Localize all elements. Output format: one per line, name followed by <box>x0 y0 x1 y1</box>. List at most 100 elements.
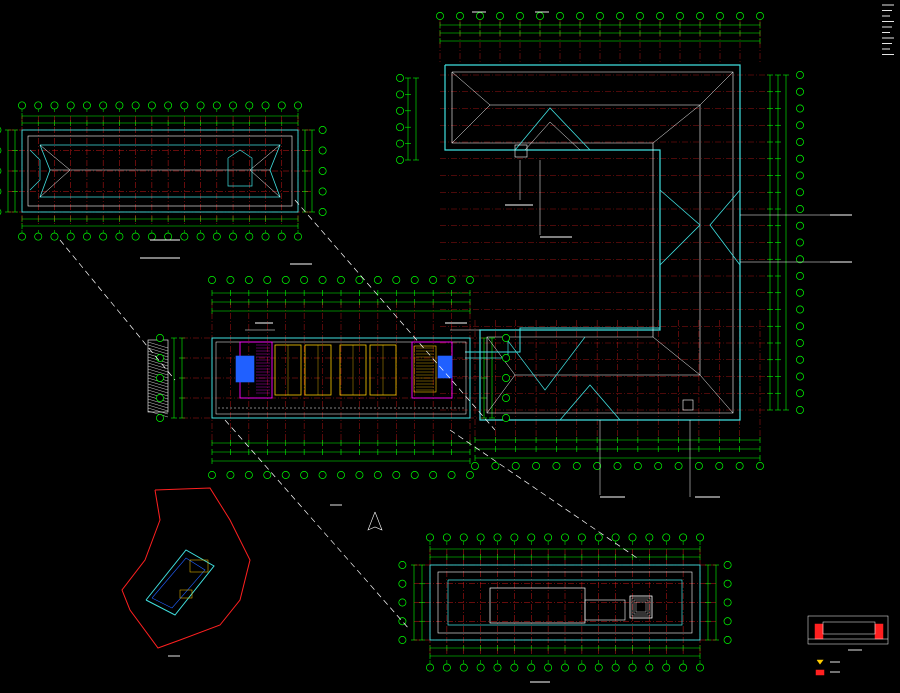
section-link-line <box>224 419 411 631</box>
axis-bubble <box>662 533 671 542</box>
axis-bubble <box>226 471 235 479</box>
axis-bubble <box>355 471 364 479</box>
axis-bubble <box>396 139 404 148</box>
axis-bubble <box>552 462 561 470</box>
dormer-inner <box>524 121 581 151</box>
roof-eave <box>27 135 293 207</box>
axis-bubble <box>723 617 732 626</box>
axis-bubble <box>229 101 238 110</box>
axis-bubble <box>156 414 164 422</box>
axis-bubble <box>544 533 553 542</box>
axis-bubble <box>392 471 401 479</box>
section-slab <box>822 621 876 635</box>
axis-bubble <box>66 232 75 241</box>
axis-bubble <box>156 394 164 402</box>
hatch <box>147 410 169 418</box>
link-outline <box>465 335 509 359</box>
detail-layer <box>147 339 889 676</box>
axis-bubble <box>0 209 2 215</box>
axis-bubble <box>796 288 804 297</box>
axis-bubble <box>337 276 345 284</box>
axis-bubble <box>516 12 524 20</box>
axis-bubble <box>50 101 59 110</box>
building-outline <box>211 337 471 419</box>
axis-bubble <box>723 561 732 569</box>
axis-bubble <box>796 322 804 331</box>
hip-line <box>451 104 491 144</box>
axis-bubble <box>263 276 272 284</box>
axis-bubble <box>544 663 553 672</box>
hip-line <box>249 144 281 171</box>
axis-bubble <box>796 272 804 280</box>
axis-bubble <box>796 221 804 230</box>
stair-roof-inner <box>631 597 651 617</box>
axis-bubble <box>796 121 804 130</box>
axis-bubble <box>180 101 189 110</box>
axis-bubble <box>628 533 637 542</box>
axis-bubble <box>756 12 764 20</box>
axis-bubble <box>502 354 510 362</box>
axis-bubble <box>131 232 140 241</box>
axis-bubble <box>674 462 683 470</box>
axis-bubble <box>99 232 108 241</box>
axis-bubble <box>502 334 510 342</box>
axis-bubble <box>796 389 804 398</box>
axis-bubble <box>426 663 434 672</box>
dormer <box>659 189 701 266</box>
end-gable <box>29 149 41 191</box>
axis-bubble <box>212 101 221 110</box>
axis-bubble <box>723 579 732 588</box>
axis-bubble <box>281 471 290 479</box>
axis-bubble <box>447 276 456 284</box>
axis-bubble <box>281 276 290 284</box>
axis-bubble <box>471 462 479 470</box>
hatch <box>147 404 169 412</box>
axis-bubble <box>594 533 603 542</box>
hatch <box>147 401 169 409</box>
axis-bubble <box>156 374 164 382</box>
axis-bubble <box>208 276 216 284</box>
site-building-inner <box>151 557 206 609</box>
axis-bubble <box>429 471 438 479</box>
section-post <box>874 623 884 640</box>
axis-bubble <box>491 462 500 470</box>
stair-roof-inner <box>629 595 653 619</box>
axis-bubble <box>796 138 804 146</box>
roof-ridge <box>490 104 701 376</box>
axis-bubble <box>66 101 75 110</box>
axis-bubble <box>696 12 704 20</box>
axis-bubble <box>277 232 286 241</box>
axis-bubble <box>447 471 456 479</box>
axis-bubble <box>594 663 603 672</box>
axis-bubble <box>429 276 438 284</box>
axis-bubble <box>245 101 254 110</box>
axis-bubble <box>676 12 684 20</box>
axis-bubble <box>82 232 91 241</box>
axis-bubble <box>502 394 510 402</box>
north-arrow-icon <box>367 511 383 531</box>
axis-bubble <box>796 406 804 414</box>
axis-bubble <box>679 533 688 542</box>
axis-bubble <box>277 101 286 110</box>
fixture-right <box>437 355 453 379</box>
axis-bubble <box>261 232 270 241</box>
axis-bubble <box>527 663 536 672</box>
axis-bubble <box>493 533 502 542</box>
axis-bubble <box>636 12 644 20</box>
axis-bubble <box>147 101 156 110</box>
axis-bubble <box>398 579 407 588</box>
fixture-left <box>235 355 255 383</box>
axis-bubble <box>716 12 724 20</box>
site-feature <box>189 559 209 573</box>
hatch <box>147 380 169 388</box>
axis-bubble <box>628 663 637 672</box>
axis-bubble <box>556 12 564 20</box>
axis-bubble <box>115 101 124 110</box>
axis-bubble <box>34 232 43 241</box>
axis-bubble <box>796 255 804 264</box>
dormer <box>709 189 741 266</box>
axis-bubble <box>373 276 382 284</box>
hip-line <box>486 336 516 376</box>
axis-bubble <box>410 276 419 284</box>
axis-bubble <box>131 101 140 110</box>
